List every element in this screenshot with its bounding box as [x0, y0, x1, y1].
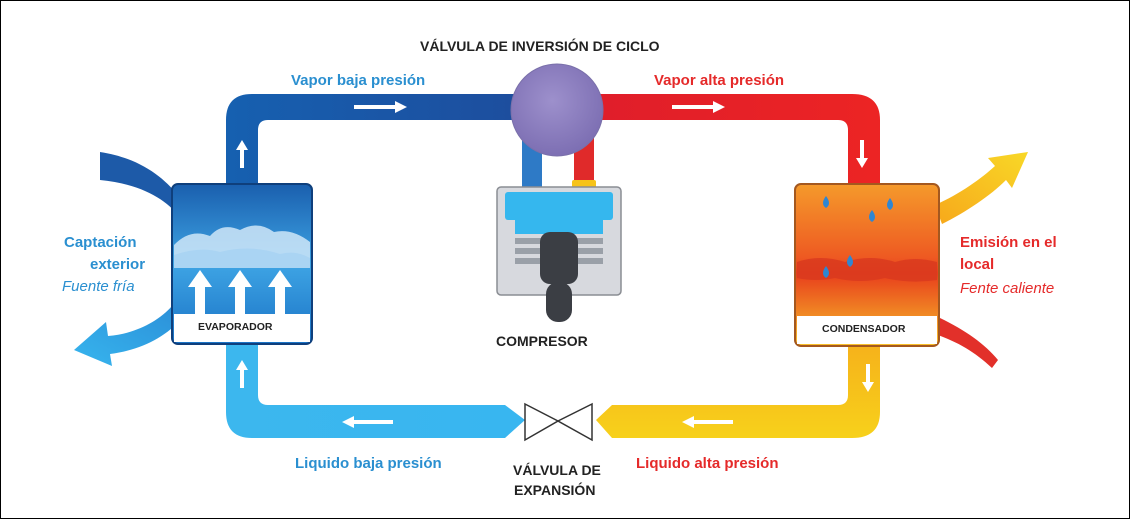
reversing-valve-title: VÁLVULA DE INVERSIÓN DE CICLO [420, 38, 660, 54]
label-high-pressure-vapor: Vapor alta presión [654, 72, 785, 89]
flow-arrow [236, 101, 874, 428]
label-high-pressure-liquid: Liquido alta presión [636, 455, 779, 472]
left-capture-line3: Fuente fría [62, 278, 135, 295]
expansion-valve-icon [524, 402, 593, 442]
right-emission-line3: Fente caliente [960, 280, 1055, 297]
condenser-label: CONDENSADOR [822, 323, 906, 335]
evaporator-label: EVAPORADOR [198, 321, 273, 333]
pipe-left-lower [226, 345, 525, 438]
heat-return-in-arrow [935, 318, 998, 368]
outside-air-in-arrow [100, 152, 190, 220]
compressor-label: COMPRESOR [496, 333, 588, 349]
heat-emission-out-arrow [935, 152, 1028, 224]
pipe-top-right [600, 94, 880, 185]
right-emission-line1: Emisión en el [960, 234, 1057, 251]
pipe-top-left [226, 94, 515, 185]
left-capture-line2: exterior [90, 256, 146, 273]
label-low-pressure-vapor: Vapor baja presión [291, 72, 426, 89]
outside-air-out-arrow [74, 306, 182, 366]
condenser-unit [794, 183, 940, 347]
expansion-valve-label-line1: VÁLVULA DE [513, 462, 601, 478]
evaporator-unit [171, 183, 313, 345]
reversing-valve-icon [510, 63, 604, 157]
compressor-icon [496, 186, 622, 322]
label-low-pressure-liquid: Liquido baja presión [295, 455, 442, 472]
expansion-valve-label-line2: EXPANSIÓN [514, 482, 596, 498]
right-emission-line2: local [960, 256, 995, 273]
pipe-right-lower [596, 345, 880, 438]
left-capture-line1: Captación [64, 234, 137, 251]
